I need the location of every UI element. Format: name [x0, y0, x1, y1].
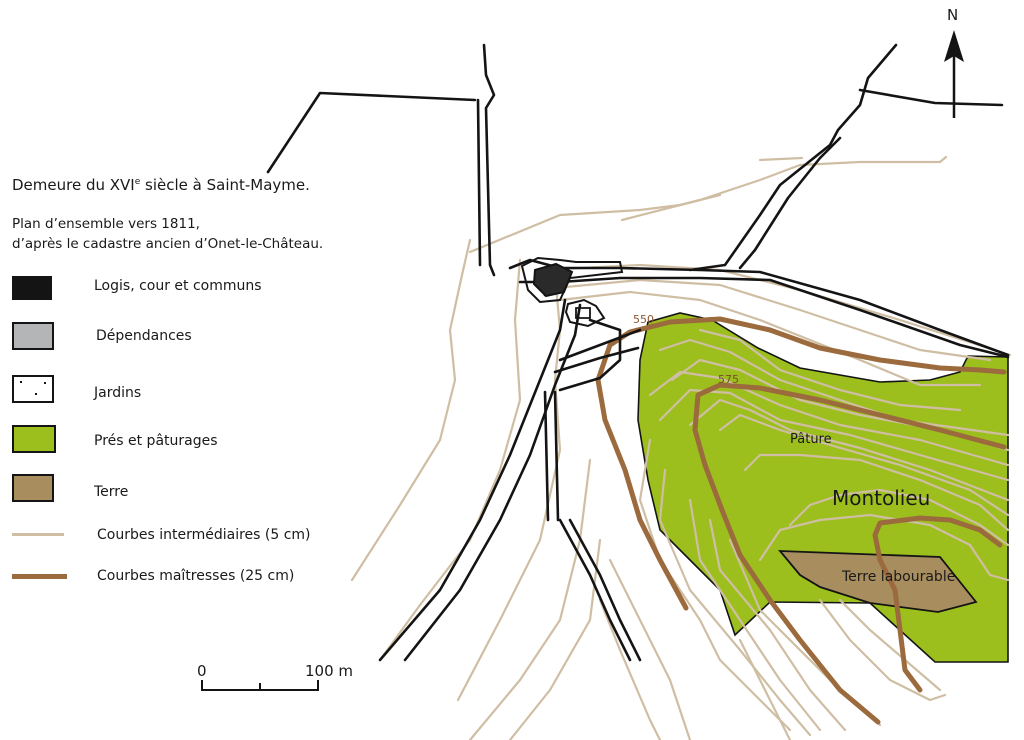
legend-label-terre: Terre [94, 484, 129, 500]
legend-swatch-courbes-maitresses [12, 574, 67, 579]
legend-label-courbes-maitresses: Courbes maîtresses (25 cm) [97, 568, 295, 584]
legend-swatch-courbes-intermediaires [12, 533, 64, 536]
enclosure [564, 298, 606, 328]
north-arrow [944, 30, 964, 118]
logis-building [532, 262, 574, 298]
legend-swatch-dependances [12, 322, 54, 350]
legend-swatch-pres [12, 425, 56, 453]
title-text-end: siècle à Saint-Mayme. [140, 176, 310, 194]
minor-contours [350, 155, 1012, 740]
contour-575 [692, 382, 1007, 725]
title-text: Demeure du XVI [12, 176, 135, 194]
legend-label-courbes-intermediaires: Courbes intermédiaires (5 cm) [97, 527, 311, 543]
legend-swatch-jardins [12, 375, 54, 403]
scale-bar [201, 680, 319, 691]
roads [266, 43, 1010, 662]
field-area [778, 550, 978, 613]
subtitle-line-1: Plan d’ensemble vers 1811, [12, 216, 200, 232]
village-outline [520, 256, 624, 304]
subtitle-line-2: d’après le cadastre ancien d’Onet-le-Châ… [12, 236, 324, 252]
label-pature: Pâture [790, 432, 832, 447]
legend-label-dependances: Dépendances [96, 328, 192, 344]
contour-minor-major [872, 515, 1003, 693]
scale-label-start: 0 [197, 662, 207, 680]
label-terre-labourable: Terre labourable [842, 569, 956, 585]
legend-label-jardins: Jardins [94, 385, 142, 401]
legend-swatch-logis [12, 276, 52, 300]
scale-label-end: 100 m [305, 662, 354, 680]
legend-label-logis: Logis, cour et communs [94, 278, 262, 294]
contour-label-575: 575 [718, 373, 739, 386]
north-label: N [947, 6, 959, 24]
legend-label-pres: Prés et pâturages [94, 433, 218, 449]
contour-550 [595, 316, 1007, 611]
map-title: Demeure du XVIe siècle à Saint-Mayme. [12, 176, 310, 194]
enclosure-inner [575, 307, 591, 319]
label-montolieu: Montolieu [832, 486, 931, 510]
major-contours [595, 316, 1007, 725]
title-superscript: e [134, 177, 141, 187]
contour-label-550: 550 [633, 313, 654, 326]
legend-swatch-terre [12, 474, 54, 502]
